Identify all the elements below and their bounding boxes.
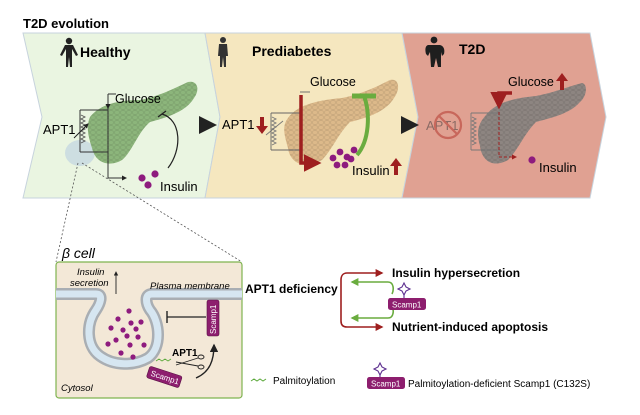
apt1-spring-healthy [79, 114, 87, 144]
outcome-nutrient-induced-apoptosis: Nutrient-induced apoptosis [392, 320, 548, 334]
scamp1-label-membrane: Scamp1 [209, 304, 218, 334]
legend-palmitoylation: Palmitoylation [273, 376, 335, 387]
insulin-secretion-label-1: Insulin [77, 267, 104, 278]
insulin-granule-t2d [528, 156, 536, 164]
up-arrow-icon [556, 73, 568, 90]
panel-t2d: T2D APT1 Glucose Insulin [425, 36, 586, 175]
palmitoylation-wave-icon [155, 358, 172, 362]
stage-label-prediabetes: Prediabetes [252, 43, 332, 59]
regulation-lines-healthy [79, 93, 127, 181]
apt1-label-t2d: APT1 [426, 118, 459, 133]
panel-prediabetes: Prediabetes APT1 Glucose [218, 37, 402, 178]
zoom-line-right [81, 162, 243, 263]
beta-cell-panel: β cell Insulin secretion Plasma me [55, 245, 243, 399]
insulin-label-healthy: Insulin [160, 179, 198, 194]
outcome-insulin-hypersecretion: Insulin hypersecretion [392, 266, 520, 280]
insulin-label-prediabetes: Insulin [352, 163, 390, 178]
up-arrow-icon [390, 158, 402, 175]
palmitoylation-wave-icon [250, 378, 267, 382]
glucose-stimulus-arrow-prediabetes [299, 95, 322, 172]
feedback-arc-prediabetes [355, 95, 370, 157]
scamp1-badge [388, 298, 426, 310]
insulin-granules-prediabetes [329, 146, 358, 169]
plasma-membrane-label: Plasma membrane [150, 281, 230, 292]
stage-label-healthy: Healthy [80, 44, 131, 60]
obese-person-icon [425, 36, 445, 67]
prohibited-icon [433, 110, 463, 140]
feedback-arc-healthy [161, 113, 179, 169]
down-arrow-icon [256, 117, 268, 134]
apt1-deficiency-label: APT1 deficiency [245, 282, 338, 296]
insulin-granules-vesicle [105, 308, 147, 360]
scamp1-mutant-icon [367, 377, 405, 389]
mechanism-section: APT1 deficiency Insulin hypersecretion N… [242, 266, 548, 334]
glucose-label-healthy: Glucose [115, 92, 161, 106]
person-icon [218, 37, 228, 67]
mutation-star-icon [396, 281, 412, 297]
islet-highlight [65, 140, 95, 166]
insulin-label-t2d: Insulin [539, 160, 577, 175]
apt1-label-cell: APT1 [172, 348, 198, 359]
glucose-stimulus-arrow-t2d [490, 91, 512, 110]
insulin-secretion-label-2: secretion [70, 278, 109, 289]
scamp1-membrane: Scamp1 [206, 299, 220, 337]
mutation-star-icon [372, 361, 388, 377]
panel-healthy: Healthy APT1 Glucose [43, 37, 198, 194]
insulin-granules-healthy [138, 170, 159, 189]
scamp1-badge-label: Scamp1 [392, 301, 422, 310]
legend-palmitoylation-deficient: Palmitoylation-deficient Scamp1 (C132S) [408, 379, 590, 390]
legend-scamp1-badge: Scamp1 [371, 380, 401, 389]
beta-cell-title: β cell [61, 245, 96, 261]
zoom-line-left [55, 162, 79, 263]
apt1-label-healthy: APT1 [43, 122, 76, 137]
glucose-label-prediabetes: Glucose [310, 75, 356, 89]
cytosol-label: Cytosol [61, 383, 94, 394]
figure-title: T2D evolution [23, 16, 109, 31]
pancreas-healthy [87, 81, 198, 164]
apt1-label-prediabetes: APT1 [222, 117, 255, 132]
stage-label-t2d: T2D [459, 41, 485, 57]
glucose-label-t2d: Glucose [508, 75, 554, 89]
translocation-arrow [195, 343, 219, 379]
legend: Palmitoylation Scamp1 Palmitoylation-def… [250, 361, 590, 390]
person-icon [60, 37, 78, 67]
pancreas-prediabetes [284, 79, 399, 165]
scissors-icon [175, 354, 205, 370]
